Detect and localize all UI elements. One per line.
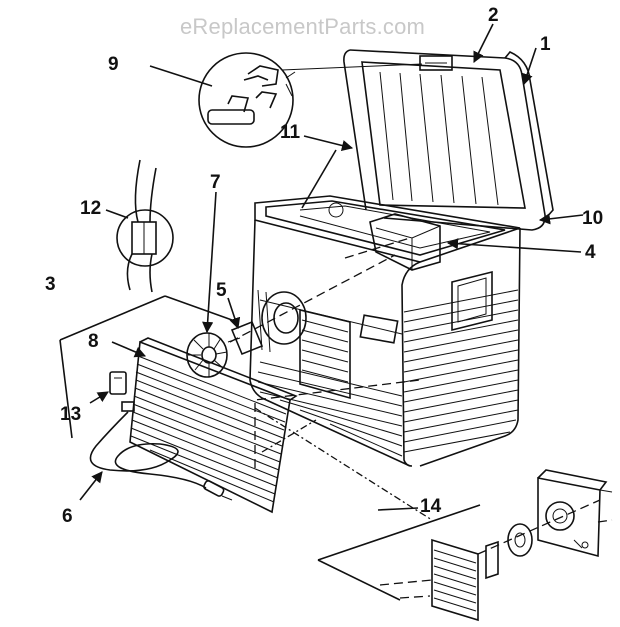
callout-1: 1: [540, 34, 551, 55]
cooling-block: [328, 202, 441, 271]
leader-lines: [79, 23, 584, 511]
callout-11: 11: [280, 122, 301, 143]
wiring-connector: [116, 159, 174, 293]
callout-14: 14: [420, 496, 442, 517]
callout-2: 2: [488, 5, 499, 26]
callout-4: 4: [585, 242, 596, 263]
callout-3: 3: [45, 274, 56, 295]
cooler-body: [249, 195, 521, 467]
callout-7: 7: [210, 172, 221, 193]
callout-13: 13: [60, 404, 81, 425]
latch: [419, 55, 453, 71]
latch-detail: [198, 52, 423, 148]
callout-12: 12: [80, 198, 101, 219]
callout-5: 5: [216, 280, 227, 301]
callout-6: 6: [62, 506, 73, 527]
thermoelectric-assembly: [317, 469, 613, 622]
assembly-lines: [229, 237, 613, 599]
switch: [109, 371, 127, 395]
power-cord: [89, 401, 233, 501]
watermark: eReplacementParts.com: [180, 14, 426, 39]
motor: [227, 320, 264, 356]
callout-9: 9: [108, 54, 119, 75]
callout-8: 8: [88, 331, 99, 352]
callout-10: 10: [582, 208, 603, 229]
callout-labels: 1 2 3 4 5 6 7 8 9 10 11 12 13 14: [45, 5, 603, 527]
